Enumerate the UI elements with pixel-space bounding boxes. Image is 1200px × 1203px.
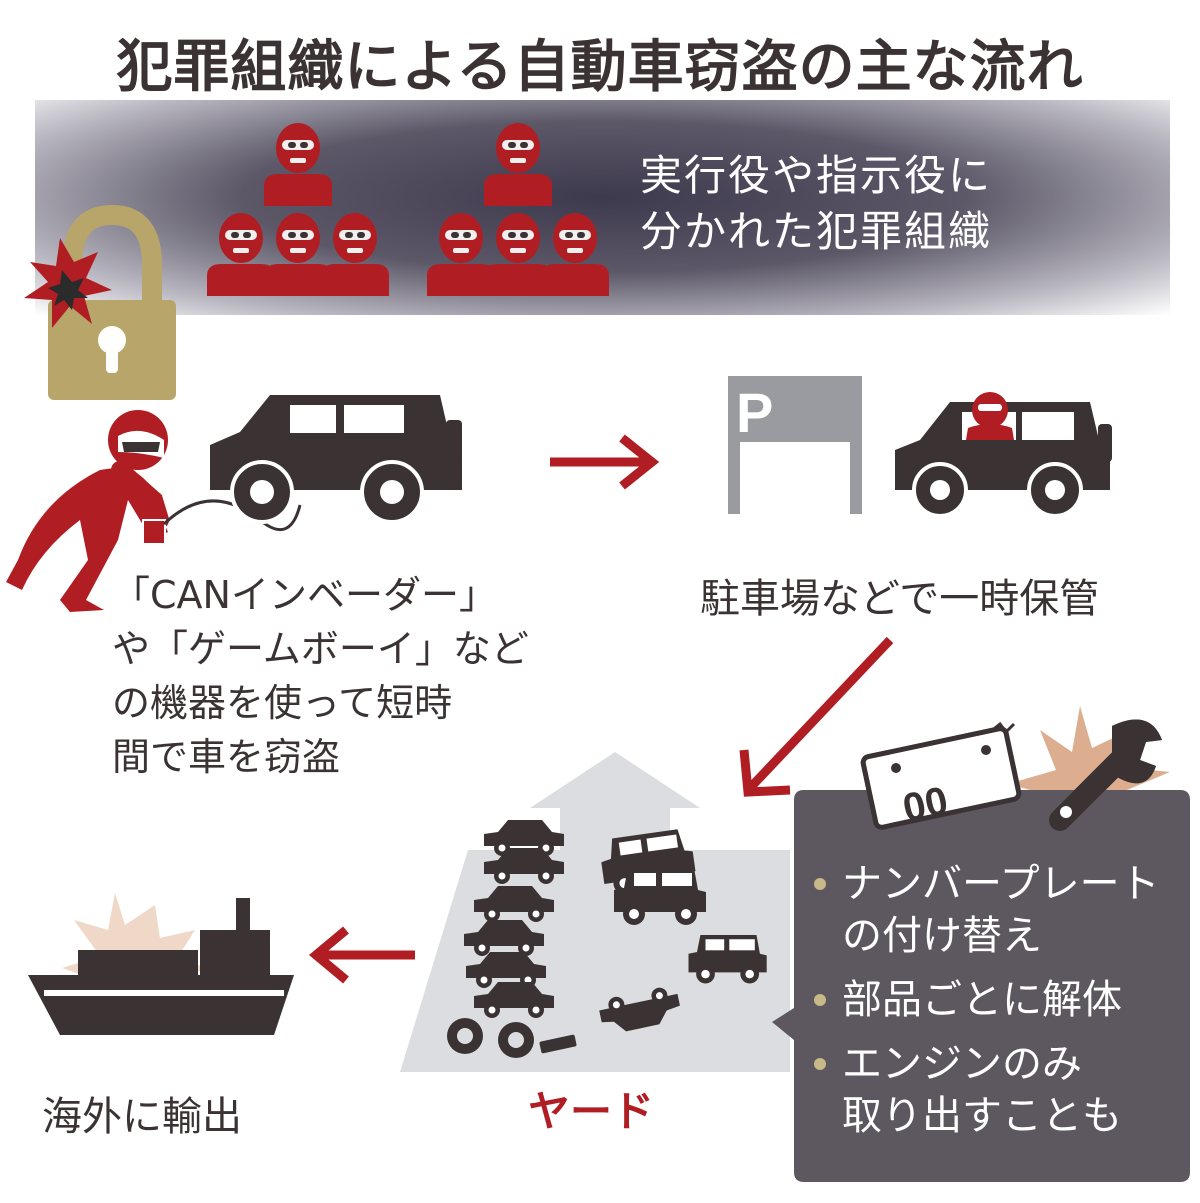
process-list: ナンバープレート の付け替え 部品ごとに解体 エンジンのみ 取り出すことも — [812, 858, 1182, 1154]
organization-label-line1: 実行役や指示役に — [640, 151, 993, 200]
bullet-dot-icon — [814, 994, 826, 1006]
thief-figure — [6, 410, 302, 612]
bullet-dot-icon — [814, 1058, 826, 1070]
arrow-to-parking — [550, 434, 660, 490]
stolen-car-icon — [210, 395, 462, 524]
yard-label: ヤード — [528, 1087, 655, 1136]
process-item-line1: ナンバープレート — [842, 861, 1160, 907]
broken-padlock-icon — [24, 204, 176, 400]
theft-caption-line1: 「CANインベーダー」 — [112, 573, 497, 617]
process-item-line2: 取り出すことも — [842, 1093, 1122, 1139]
plate-number-text: 00 — [899, 779, 952, 831]
arrow-to-export — [308, 926, 415, 984]
organization-label: 実行役や指示役に 分かれた犯罪組織 — [640, 148, 1160, 260]
bullet-dot-icon — [814, 878, 826, 890]
process-item: ナンバープレート の付け替え — [812, 858, 1182, 962]
process-item: エンジンのみ 取り出すことも — [812, 1038, 1182, 1142]
cargo-ship-icon — [28, 893, 294, 1035]
parking-sign-letter: P — [736, 381, 773, 444]
process-item-line1: 部品ごとに解体 — [842, 977, 1122, 1023]
export-caption: 海外に輸出 — [42, 1094, 242, 1140]
parked-car-icon — [895, 392, 1112, 518]
yard-area — [400, 752, 790, 1072]
page-title: 犯罪組織による自動車窃盗の主な流れ — [116, 35, 1084, 100]
theft-caption-line4: 間で車を窃盗 — [112, 735, 341, 779]
theft-caption-line3: の機器を使って短時 — [112, 681, 453, 725]
parking-caption: 駐車場などで一時保管 — [700, 576, 1100, 622]
parking-sign-icon: P — [728, 376, 862, 514]
process-item: 部品ごとに解体 — [812, 974, 1182, 1026]
theft-caption: 「CANインベーダー」 や「ゲームボーイ」など の機器を使って短時 間で車を窃盗 — [112, 568, 572, 784]
theft-caption-line2: や「ゲームボーイ」など — [112, 627, 529, 671]
loose-tires — [447, 1018, 577, 1058]
arrow-to-yard — [739, 636, 894, 797]
process-item-line2: の付け替え — [842, 913, 1042, 959]
process-item-line1: エンジンのみ — [842, 1041, 1082, 1087]
organization-label-line2: 分かれた犯罪組織 — [640, 207, 993, 256]
